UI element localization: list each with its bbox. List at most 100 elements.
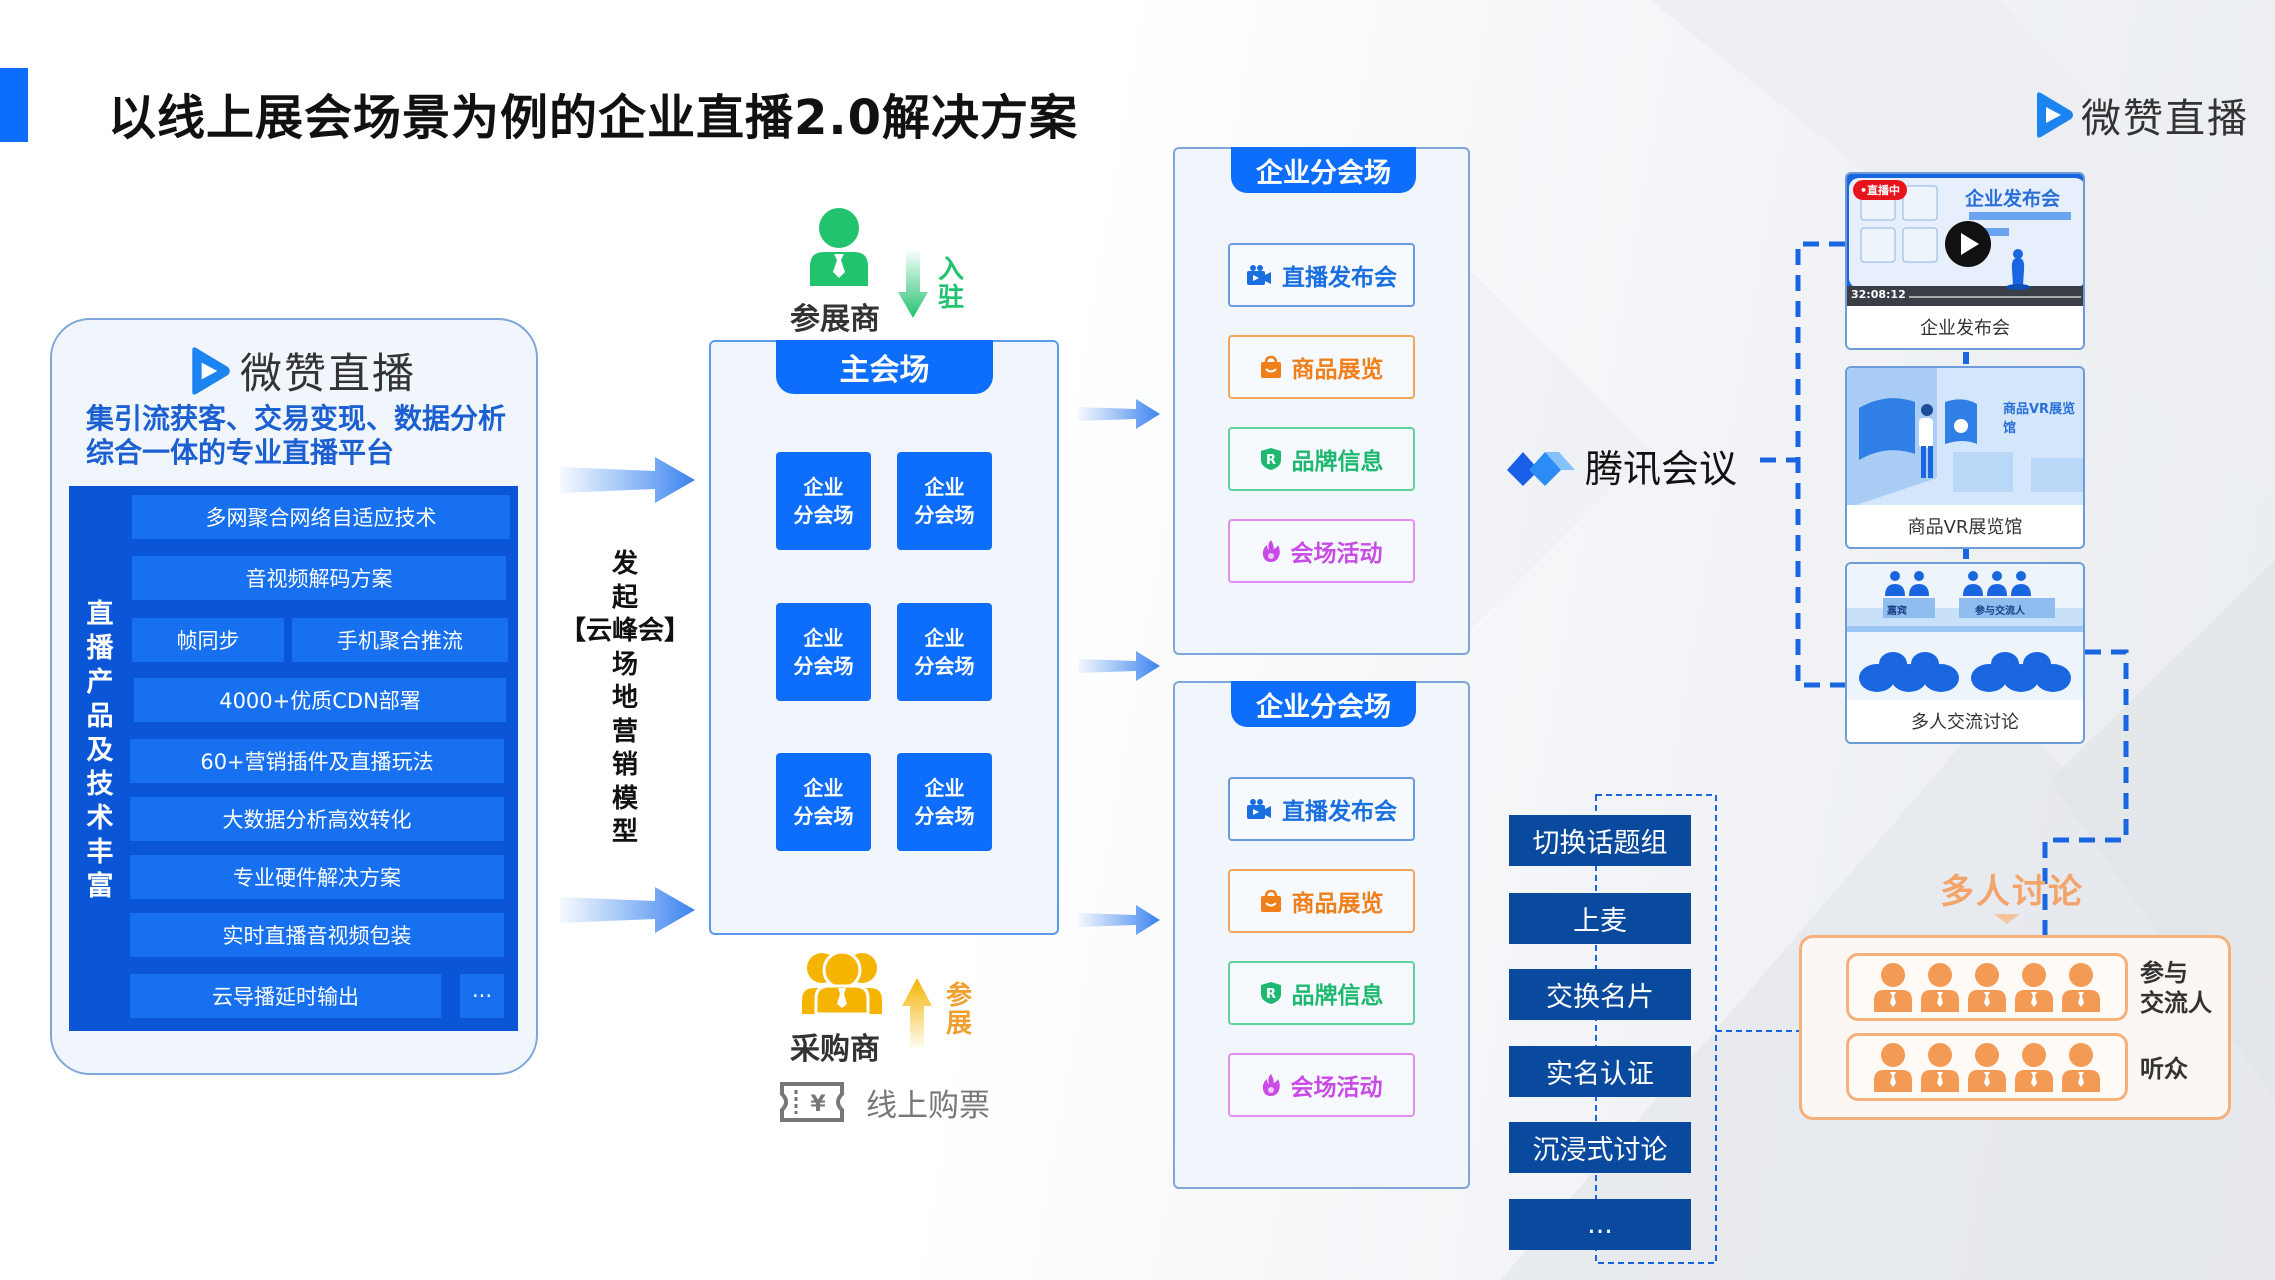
main-venue-panel — [709, 340, 1059, 935]
arrow-right-icon — [1078, 905, 1160, 935]
participant-row — [1846, 953, 2128, 1021]
participant-label: 参与 交流人 — [2140, 958, 2212, 1018]
tencent-meeting-label: 腾讯会议 — [1585, 447, 1738, 491]
online-ticket-label[interactable]: 线上购票 — [866, 1088, 990, 1124]
main-venue-label: 主会场 — [776, 340, 993, 394]
caption-char: 【云峰会】 — [560, 616, 691, 646]
feature-product-exhibit[interactable]: 商品展览 — [1228, 869, 1415, 933]
exhibitor-label: 参展商 — [790, 302, 880, 337]
discussion-illustration — [1847, 564, 2083, 702]
feature-label: 商品展览 — [1291, 357, 1384, 383]
action-char: 展 — [945, 1009, 972, 1039]
page-title: 以线上展会场景为例的企业直播2.0解决方案 — [108, 90, 1079, 146]
sub-venue-tile[interactable]: 企业分会场 — [897, 452, 992, 550]
title-accent-bar — [0, 68, 28, 142]
feature-brand-info[interactable]: R 品牌信息 — [1228, 961, 1415, 1025]
tech-item: 60+营销插件及直播玩法 — [130, 739, 504, 783]
action-more[interactable]: ... — [1509, 1199, 1691, 1250]
scene-card-vr[interactable]: 商品VR展览馆 商品VR展览馆 — [1845, 366, 2085, 549]
brand-logo: 微赞直播 — [2033, 86, 2249, 144]
venue-model-caption: 发 起 【云峰会】 场 地 营 销 模 型 — [560, 548, 690, 850]
vr-exhibition-illustration — [1847, 368, 2083, 508]
sub-venue-line: 企业 — [924, 475, 965, 499]
ticket-yuan-icon: ¥ — [780, 1082, 844, 1122]
scene-caption: 商品VR展览馆 — [1847, 505, 2083, 547]
shopping-bag-icon — [1260, 355, 1281, 378]
label-line: 听众 — [2140, 1055, 2188, 1083]
scene-card-discussion[interactable]: 嘉宾 参与交流人 多人交流讨论 — [1845, 562, 2085, 744]
platform-brand-name: 微赞直播 — [240, 349, 417, 398]
action-immersive-discussion[interactable]: 沉浸式讨论 — [1509, 1122, 1691, 1173]
tech-item: 大数据分析高效转化 — [130, 797, 504, 841]
tech-item: 专业硬件解决方案 — [130, 855, 504, 899]
flame-icon — [1262, 1074, 1280, 1096]
feature-brand-info[interactable]: R 品牌信息 — [1228, 427, 1415, 491]
feature-label: 会场活动 — [1290, 1075, 1383, 1101]
tech-item: 音视频解码方案 — [132, 556, 506, 600]
sub-venue-line: 分会场 — [793, 804, 854, 828]
action-mic-on[interactable]: 上麦 — [1509, 893, 1691, 944]
svg-text:¥: ¥ — [810, 1092, 826, 1117]
person-icon — [2015, 1043, 2054, 1092]
sub-venue-line: 企业 — [924, 776, 965, 800]
caption-char: 场 — [611, 649, 638, 680]
caption-char: 营 — [611, 716, 638, 747]
screen-title: 企业发布会 — [1965, 188, 2061, 210]
sub-venue-tile[interactable]: 企业分会场 — [897, 603, 992, 701]
person-icon — [2062, 1043, 2101, 1092]
label-line: 交流人 — [2140, 989, 2212, 1017]
feature-live-launch[interactable]: 直播发布会 — [1228, 777, 1415, 841]
live-badge: •直播中 — [1853, 180, 1908, 200]
tech-item: 多网聚合网络自适应技术 — [132, 495, 510, 539]
action-char: 入 — [937, 255, 964, 285]
tech-item: 云导播延时输出 — [130, 974, 441, 1018]
tech-item: 实时直播音视频包装 — [130, 913, 504, 957]
tech-side-label: 直播产品及技术丰富 — [86, 599, 114, 902]
action-exchange-card[interactable]: 交换名片 — [1509, 969, 1691, 1020]
branch-venue-label: 企业分会场 — [1231, 147, 1416, 193]
action-char: 驻 — [937, 283, 964, 313]
buyer-label: 采购商 — [790, 1032, 880, 1067]
sub-venue-line: 分会场 — [914, 654, 975, 678]
arrow-down-icon — [898, 252, 928, 318]
play-logo-icon — [2037, 92, 2073, 138]
arrow-up-icon — [902, 978, 932, 1048]
feature-label: 直播发布会 — [1282, 799, 1397, 825]
scene-card-launch[interactable]: •直播中 企业发布会 32:08:12 企业发布会 — [1845, 172, 2085, 350]
feature-label: 品牌信息 — [1291, 983, 1384, 1009]
brand-name: 微赞直播 — [2081, 96, 2249, 142]
feature-product-exhibit[interactable]: 商品展览 — [1228, 335, 1415, 399]
action-real-name-auth[interactable]: 实名认证 — [1509, 1046, 1691, 1097]
action-switch-topic[interactable]: 切换话题组 — [1509, 815, 1691, 866]
live-badge-label: 直播中 — [1867, 184, 1901, 197]
arrow-right-icon — [1078, 399, 1160, 429]
person-icon — [1873, 1043, 1912, 1092]
tech-item: 帧同步 — [132, 618, 284, 662]
caret-down-icon — [1994, 914, 2020, 924]
exhibitor-action: 入 驻 — [936, 256, 966, 312]
screen-title: 商品VR展览馆 — [2003, 402, 2076, 436]
feature-label: 商品展览 — [1291, 891, 1384, 917]
caption-char: 起 — [611, 582, 638, 613]
tag-guest: 嘉宾 — [1887, 606, 1907, 617]
feature-label: 品牌信息 — [1291, 449, 1384, 475]
sub-venue-tile[interactable]: 企业分会场 — [776, 603, 871, 701]
caption-char: 销 — [611, 750, 638, 780]
svg-text:R: R — [1265, 987, 1275, 1002]
registered-shield-icon: R — [1260, 982, 1281, 1004]
sub-venue-tile[interactable]: 企业分会场 — [776, 452, 871, 550]
sub-venue-line: 分会场 — [793, 503, 854, 527]
tech-item: 手机聚合推流 — [292, 618, 508, 662]
caption-char: 地 — [611, 683, 638, 713]
feature-live-launch[interactable]: 直播发布会 — [1228, 243, 1415, 307]
sub-venue-line: 企业 — [803, 475, 844, 499]
arrow-right-icon — [560, 887, 695, 933]
sub-venue-tile[interactable]: 企业分会场 — [897, 753, 992, 851]
tencent-meeting-logo-icon — [1507, 451, 1575, 486]
buyer-action: 参 展 — [944, 982, 974, 1038]
sub-venue-tile[interactable]: 企业分会场 — [776, 753, 871, 851]
feature-venue-activity[interactable]: 会场活动 — [1228, 519, 1415, 583]
feature-venue-activity[interactable]: 会场活动 — [1228, 1053, 1415, 1117]
exhibitor-person-icon — [810, 208, 868, 286]
